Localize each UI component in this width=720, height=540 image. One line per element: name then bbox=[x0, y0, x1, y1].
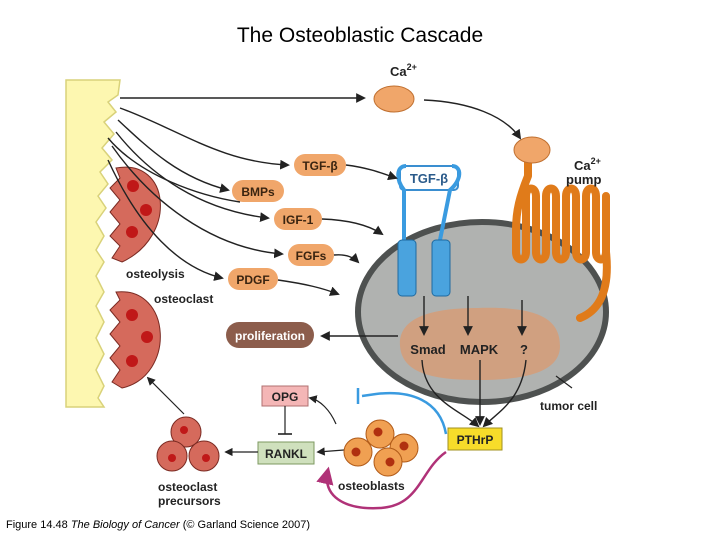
opg-label: OPG bbox=[272, 390, 299, 404]
calcium-pump bbox=[512, 136, 611, 322]
tgf-beta-receptor-label: TGF-β bbox=[410, 171, 448, 186]
bone-surface bbox=[65, 79, 121, 408]
signaling-arrows bbox=[320, 296, 527, 428]
calcium-ion-top bbox=[373, 85, 415, 113]
ca-top-label: Ca2+ bbox=[390, 62, 417, 79]
igf1-factor: IGF-1 bbox=[274, 208, 322, 230]
unknown-factor-label: ? bbox=[520, 342, 528, 357]
svg-text:FGFs: FGFs bbox=[296, 249, 327, 263]
osteoclast-label: osteoclast bbox=[154, 292, 213, 306]
rankl-label: RANKL bbox=[265, 447, 307, 461]
tgf-beta-receptor: TGF-β bbox=[396, 164, 462, 297]
proliferation-label: proliferation bbox=[235, 329, 305, 343]
osteoclast-bottom bbox=[109, 291, 161, 389]
smad-label: Smad bbox=[410, 342, 445, 357]
fgfs-factor: FGFs bbox=[288, 244, 334, 266]
osteoclast-precursors-cluster bbox=[156, 416, 220, 472]
nucleus bbox=[399, 307, 560, 380]
rankl-box: RANKL bbox=[257, 441, 315, 465]
osteoblast-to-opg-arrow bbox=[308, 395, 337, 425]
tgf-beta-factor: TGF-β bbox=[294, 154, 346, 176]
page-title: The Osteoblastic Cascade bbox=[236, 24, 484, 47]
pdgf-factor: PDGF bbox=[228, 268, 278, 290]
osteoblast-to-rankl-arrow bbox=[316, 447, 345, 456]
svg-text:TGF-β: TGF-β bbox=[302, 159, 337, 173]
proliferation-box: proliferation bbox=[226, 322, 314, 348]
figure-caption: Figure 14.48 The Biology of Cancer (© Ga… bbox=[6, 519, 311, 531]
bmps-factor: BMPs bbox=[232, 180, 284, 202]
osteoclast-top bbox=[109, 166, 161, 263]
svg-text:PDGF: PDGF bbox=[236, 273, 269, 287]
ca-pump-word-label: pump bbox=[566, 172, 601, 187]
osteoblasts-label: osteoblasts bbox=[338, 479, 405, 493]
svg-text:BMPs: BMPs bbox=[241, 185, 275, 199]
osteoblasts-cluster bbox=[343, 419, 419, 477]
pthrp-inhibition-arrow bbox=[361, 392, 448, 435]
osteolysis-label: osteolysis bbox=[126, 267, 185, 281]
opg-box: OPG bbox=[261, 385, 309, 407]
precursors-label-line2: precursors bbox=[158, 494, 221, 508]
svg-text:IGF-1: IGF-1 bbox=[283, 213, 314, 227]
pthrp-label: PTHrP bbox=[457, 433, 494, 447]
precursors-label-line1: osteoclast bbox=[158, 480, 217, 494]
precursors-to-osteoclast-arrow bbox=[146, 376, 185, 415]
tumor-cell-pointer bbox=[555, 375, 573, 389]
mapk-label: MAPK bbox=[460, 342, 499, 357]
pthrp-box: PTHrP bbox=[447, 427, 503, 451]
ca-pump-ion-label: Ca2+ bbox=[574, 156, 601, 173]
factor-release-arrows bbox=[107, 93, 522, 296]
tumor-cell-label: tumor cell bbox=[540, 399, 597, 413]
pthrp-to-osteoblasts-arrow bbox=[316, 450, 447, 510]
